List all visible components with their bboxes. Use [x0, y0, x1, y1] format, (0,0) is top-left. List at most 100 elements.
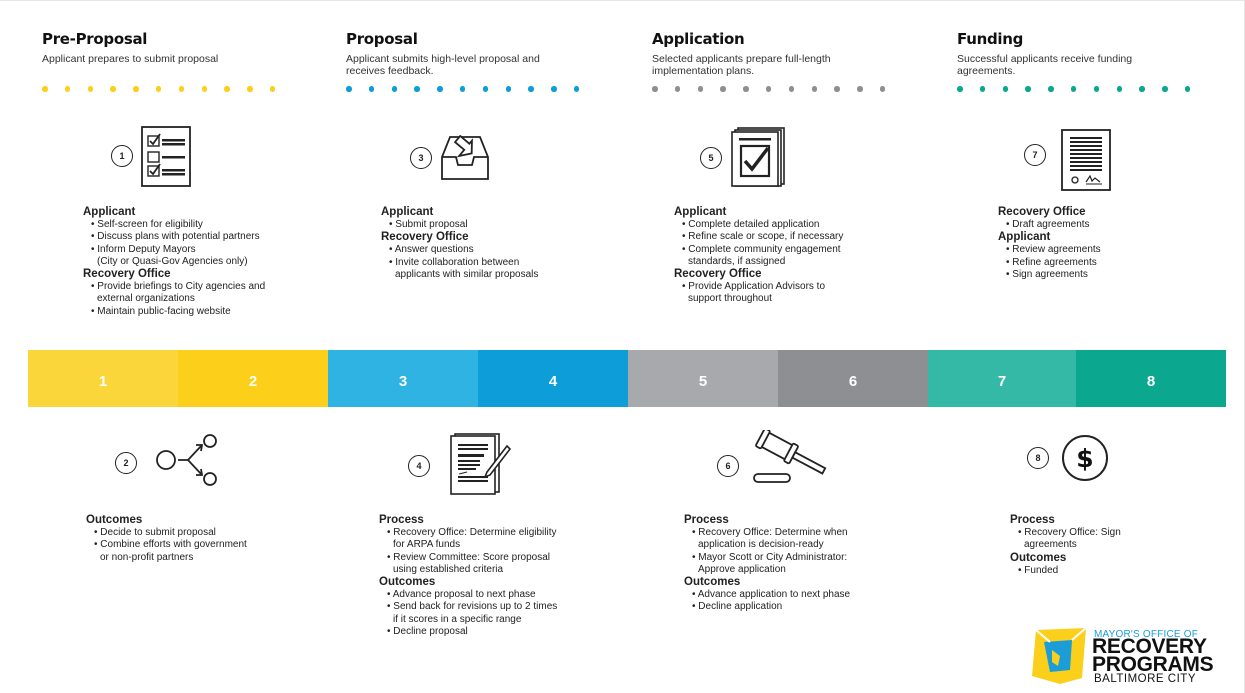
- signed-agreement-icon: [1061, 129, 1111, 191]
- phase-title: Funding: [957, 30, 1024, 48]
- logo-line-2: RECOVERY: [1092, 635, 1207, 658]
- role-heading: Process: [684, 514, 729, 526]
- divider-dot: [269, 86, 276, 92]
- list-item: Send back for revisions up to 2 times: [379, 601, 557, 613]
- divider-dot: [64, 86, 71, 92]
- list-item: Invite collaboration between: [381, 257, 538, 269]
- band-label: 1: [98, 373, 108, 390]
- divider-dot: [674, 86, 681, 92]
- role-heading: Applicant: [674, 206, 727, 218]
- step2-details: Outcomes Decide to submit proposal Combi…: [86, 514, 247, 564]
- divider-dot: [482, 86, 489, 92]
- phase-application: Application Selected applicants prepare …: [652, 30, 922, 77]
- checklist-icon: [141, 126, 191, 187]
- step-number-3: 3: [410, 147, 432, 169]
- list-item: Complete detailed application: [674, 219, 843, 231]
- divider-dot: [743, 86, 749, 92]
- phase-proposal: Proposal Applicant submits high-level pr…: [346, 30, 616, 77]
- band-label: 8: [1146, 373, 1156, 390]
- divider-dot: [110, 86, 116, 92]
- divider-dot: [505, 86, 512, 92]
- blue-dots-divider: [346, 86, 580, 96]
- dollar-icon: $: [1062, 435, 1108, 481]
- role-heading: Outcomes: [379, 576, 436, 589]
- divider-dot: [1048, 86, 1054, 92]
- divider-dot: [178, 86, 185, 92]
- step6-details: Process Recovery Office: Determine when …: [684, 514, 850, 614]
- phase-description: Applicant prepares to submit proposal: [42, 53, 312, 65]
- divider-dot: [957, 86, 963, 92]
- divider-dot: [811, 86, 818, 92]
- list-item: Decide to submit proposal: [86, 527, 247, 539]
- divider-dot: [528, 86, 534, 92]
- yellow-dots-divider: [42, 86, 276, 96]
- role-heading: Recovery Office: [381, 231, 469, 244]
- list-item: Recovery Office: Sign: [1010, 527, 1121, 539]
- phase-description: Successful applicants receive funding ag…: [957, 53, 1227, 77]
- step-number-8: 8: [1027, 447, 1049, 469]
- list-item-continued: Approve application: [698, 563, 786, 575]
- step-band-7: 7: [928, 350, 1076, 407]
- divider-dot: [1002, 86, 1009, 92]
- divider-dot: [879, 86, 886, 92]
- list-item: Refine agreements: [998, 257, 1101, 269]
- role-heading: Recovery Office: [674, 268, 762, 281]
- role-heading: Applicant: [83, 206, 136, 218]
- gavel-icon: [753, 430, 827, 483]
- divider-dot: [551, 86, 557, 92]
- phase-pre-proposal: Pre-Proposal Applicant prepares to submi…: [42, 30, 312, 65]
- teal-dots-divider: [957, 86, 1191, 96]
- divider-dot: [368, 86, 375, 92]
- divider-dot: [201, 86, 208, 92]
- list-item: Advance proposal to next phase: [379, 589, 557, 601]
- list-item-continued: or non-profit partners: [100, 551, 194, 563]
- phase-desc-line: Applicant prepares to submit proposal: [42, 53, 219, 65]
- phase-title: Proposal: [346, 30, 418, 48]
- step7-details: Recovery Office Draft agreements Applica…: [998, 206, 1101, 281]
- step-number-2: 2: [115, 452, 137, 474]
- phase-desc-line: agreements.: [957, 65, 1016, 77]
- phase-desc-line: Applicant submits high-level proposal an…: [346, 53, 540, 65]
- list-item: Combine efforts with government: [86, 539, 247, 551]
- svg-text:$: $: [1076, 444, 1093, 473]
- step-number-5: 5: [700, 147, 722, 169]
- role-heading: Process: [379, 514, 424, 526]
- role-heading: Applicant: [998, 231, 1051, 244]
- step-number-7: 7: [1024, 144, 1046, 166]
- role-heading: Recovery Office: [83, 268, 171, 281]
- list-item-continued: external organizations: [97, 293, 195, 305]
- list-item-continued: using established criteria: [393, 563, 504, 575]
- list-item: Recovery Office: Determine eligibility: [379, 527, 557, 539]
- list-item: Inform Deputy Mayors: [83, 244, 265, 256]
- divider-dot: [346, 86, 352, 92]
- step4-details: Process Recovery Office: Determine eligi…: [379, 514, 557, 638]
- divider-dot: [788, 86, 795, 92]
- inbox-tray-icon: [441, 135, 489, 180]
- list-item: Funded: [1010, 565, 1121, 577]
- list-item: Answer questions: [381, 244, 538, 256]
- list-item: Draft agreements: [998, 219, 1101, 231]
- step5-details: Applicant Complete detailed application …: [674, 206, 843, 306]
- list-item: Self-screen for eligibility: [83, 219, 265, 231]
- step1-details: Applicant Self-screen for eligibility Di…: [83, 206, 265, 318]
- phase-description: Applicant submits high-level proposal an…: [346, 53, 616, 77]
- band-label: 2: [248, 373, 258, 390]
- document-pen-icon: [450, 433, 512, 495]
- list-item: Sign agreements: [998, 269, 1101, 281]
- step-band-4: 4: [478, 350, 628, 407]
- list-item: Complete community engagement: [674, 244, 843, 256]
- list-item-continued: application is decision-ready: [698, 539, 824, 551]
- phase-desc-line: implementation plans.: [652, 65, 755, 77]
- divider-dot: [573, 86, 580, 92]
- divider-dot: [133, 86, 139, 92]
- recovery-programs-logo: MAYOR'S OFFICE OF RECOVERY PROGRAMS BALT…: [1030, 626, 1214, 686]
- list-item: Discuss plans with potential partners: [83, 231, 265, 243]
- list-item-continued: if it scores in a specific range: [393, 613, 522, 625]
- list-item: Recovery Office: Determine when: [684, 527, 850, 539]
- step8-details: Process Recovery Office: Sign agreements…: [1010, 514, 1121, 577]
- role-heading: Outcomes: [1010, 551, 1067, 564]
- list-item: Decline application: [684, 601, 850, 613]
- divider-dot: [459, 86, 466, 92]
- list-item-continued: (City or Quasi-Gov Agencies only): [97, 255, 248, 267]
- step-number-6: 6: [717, 455, 739, 477]
